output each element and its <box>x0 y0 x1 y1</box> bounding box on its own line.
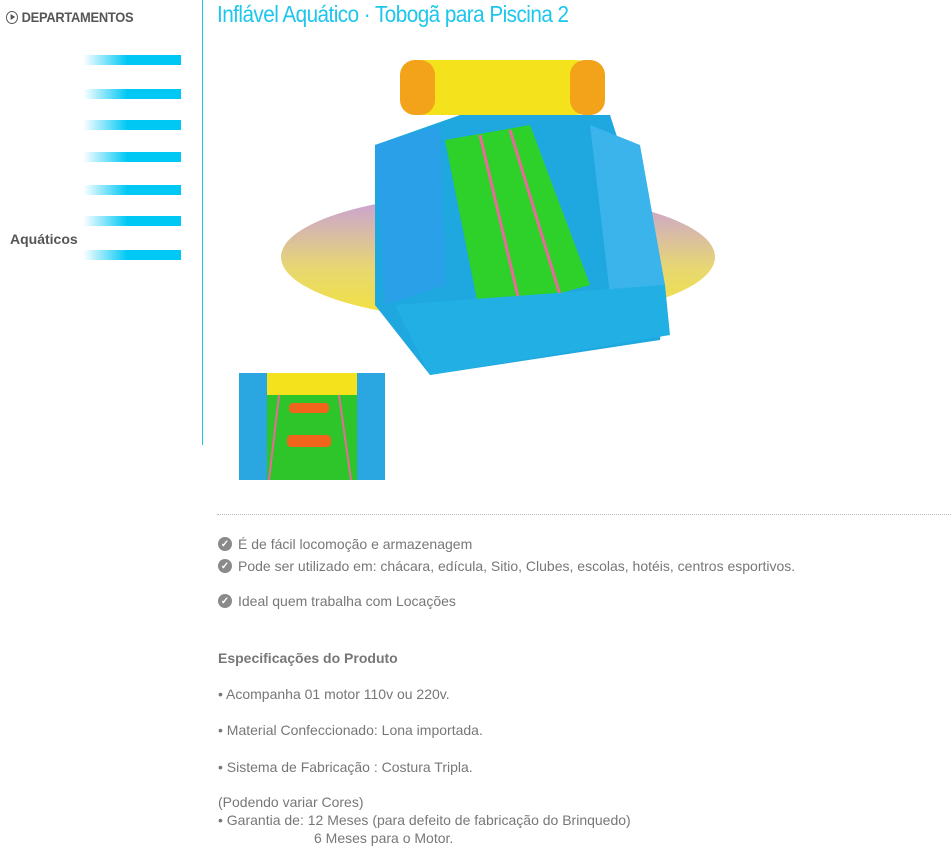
product-image[interactable] <box>280 55 720 380</box>
sidebar-item[interactable] <box>83 152 181 162</box>
sidebar-item[interactable] <box>83 185 181 195</box>
warranty-motor: 6 Meses para o Motor. <box>314 830 454 846</box>
page-title: Inflável Aquático · Tobogã para Piscina … <box>217 1 569 27</box>
spec-item: • Acompanha 01 motor 110v ou 220v. <box>218 686 450 702</box>
spec-item: • Sistema de Fabricação : Costura Tripla… <box>218 759 473 775</box>
sidebar-item[interactable] <box>83 250 181 260</box>
feature-item: ✓Pode ser utilizado em: chácara, edícula… <box>218 558 795 574</box>
color-note: (Podendo variar Cores) <box>218 794 364 810</box>
sidebar-item[interactable] <box>83 216 181 226</box>
check-icon: ✓ <box>218 594 232 608</box>
sidebar-item-aquaticos[interactable]: Aquáticos <box>10 231 78 247</box>
specs-heading: Especificações do Produto <box>218 650 398 666</box>
departments-heading[interactable]: DEPARTAMENTOS <box>6 9 134 25</box>
divider <box>202 0 203 445</box>
separator <box>217 514 951 515</box>
check-icon: ✓ <box>218 537 232 551</box>
play-circle-icon <box>6 10 18 24</box>
sidebar-item[interactable] <box>83 89 181 99</box>
feature-item: ✓Ideal quem trabalha com Locações <box>218 593 456 609</box>
thumbnail-image[interactable] <box>239 373 385 480</box>
sidebar-item[interactable] <box>83 120 181 130</box>
sidebar-item[interactable] <box>83 55 181 65</box>
feature-item: ✓É de fácil locomoção e armazenagem <box>218 536 472 552</box>
spec-item: • Material Confeccionado: Lona importada… <box>218 722 483 738</box>
warranty: • Garantia de: 12 Meses (para defeito de… <box>218 812 631 828</box>
check-icon: ✓ <box>218 559 232 573</box>
